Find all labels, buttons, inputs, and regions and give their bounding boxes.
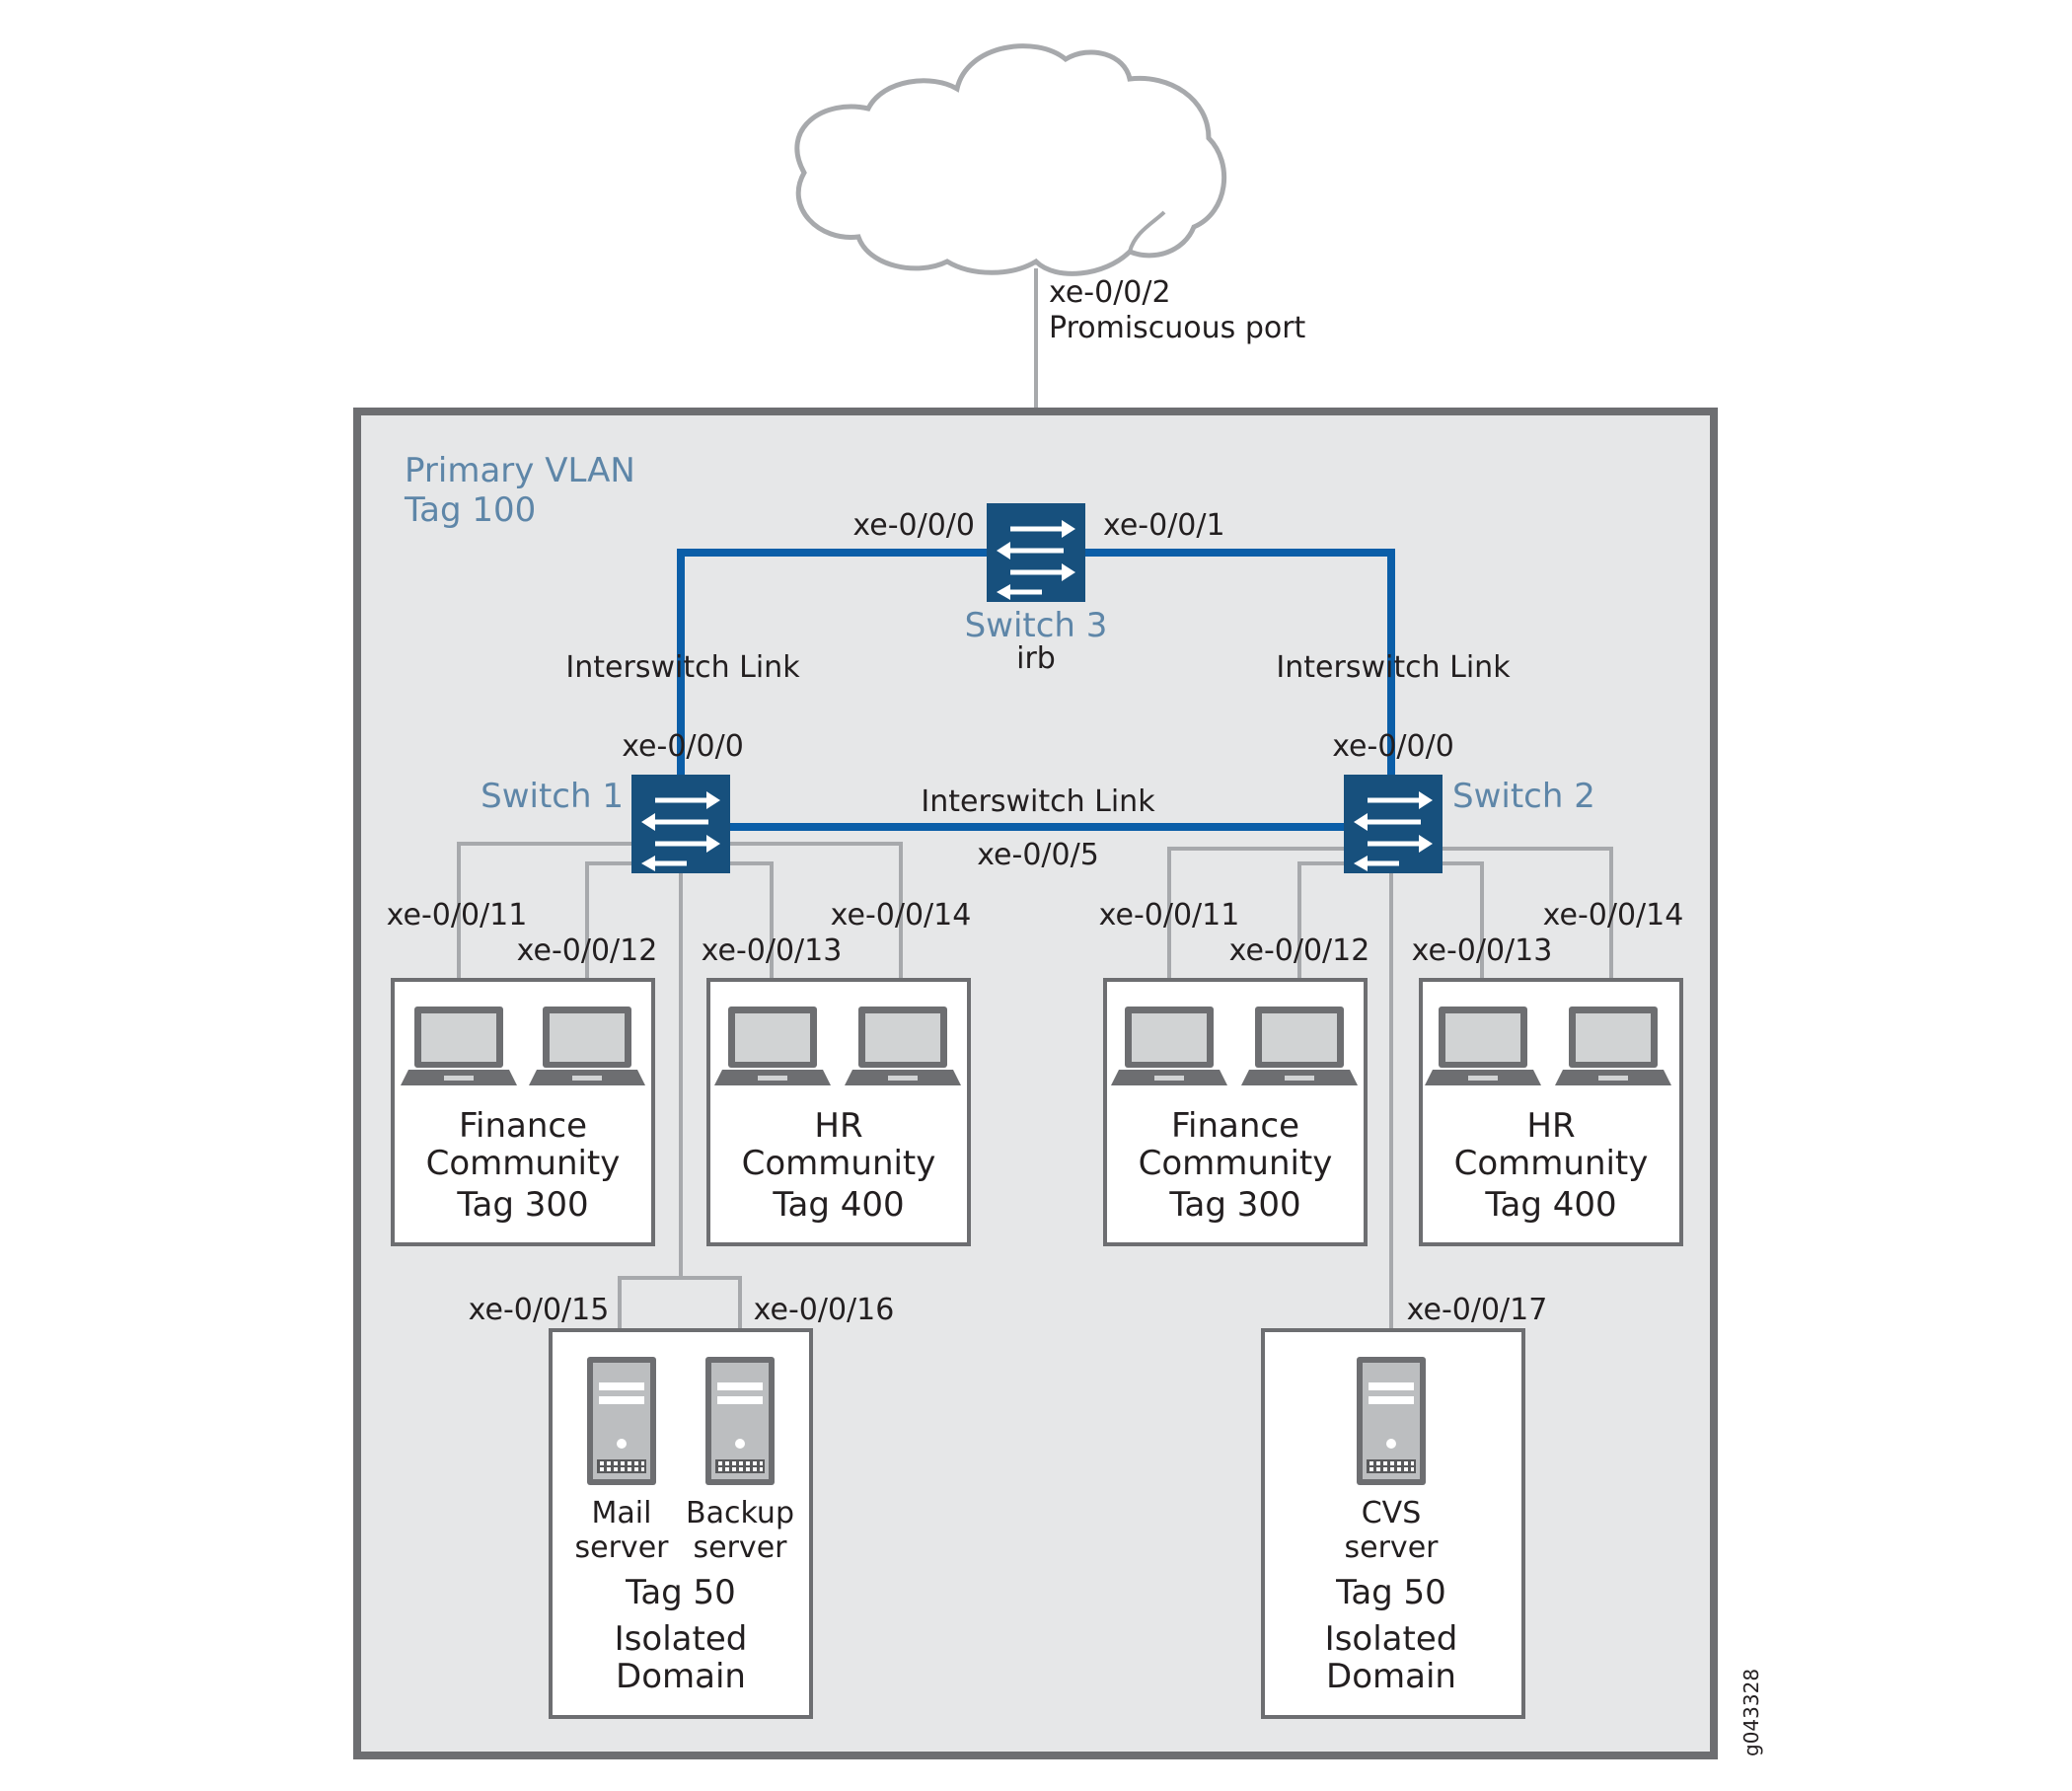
isolated-domain-right: CVS server Tag 50 Isolated Domain: [1261, 1328, 1525, 1719]
hr-community-left: HR Community Tag 400: [706, 978, 971, 1246]
community-type: Community: [742, 1144, 936, 1183]
switch3-port-left: xe-0/0/0: [852, 508, 975, 543]
domain-label: Domain: [1326, 1657, 1456, 1696]
isolated-label: Isolated: [1325, 1619, 1458, 1659]
switch2-name: Switch 2: [1452, 777, 1595, 816]
switch3-irb: irb: [1016, 641, 1056, 676]
community-name: HR: [814, 1106, 862, 1146]
internet-cloud-icon: [794, 43, 1227, 276]
mail-server-label-2: server: [575, 1530, 670, 1565]
laptop-icon[interactable]: [1425, 1007, 1541, 1085]
cvs-server-icon[interactable]: [1357, 1357, 1426, 1485]
switch1-port-14: xe-0/0/14: [831, 898, 972, 933]
switch1-name: Switch 1: [481, 777, 624, 816]
laptop-icon[interactable]: [845, 1007, 961, 1085]
interswitch-link-middle-port: xe-0/0/5: [977, 838, 1099, 872]
uplink-port-label: xe-0/0/2: [1049, 275, 1171, 310]
backup-server-label-2: server: [694, 1530, 788, 1565]
community-name: HR: [1526, 1106, 1575, 1146]
primary-vlan-title: Primary VLAN: [405, 451, 635, 490]
cloud-detail: [1128, 210, 1166, 253]
domain-label: Domain: [616, 1657, 746, 1696]
community-tag: Tag 400: [772, 1185, 904, 1225]
switch2-access-lines: [1167, 847, 1613, 1330]
switch3-port-right: xe-0/0/1: [1103, 508, 1225, 543]
switch2-uplink-port: xe-0/0/0: [1332, 729, 1454, 764]
interswitch-link-right: [1085, 549, 1395, 775]
laptop-icon[interactable]: [1111, 1007, 1227, 1085]
switch1-access-lines: [457, 842, 903, 1357]
laptop-icon[interactable]: [529, 1007, 645, 1085]
isolated-tag: Tag 50: [1335, 1573, 1446, 1612]
community-name: Finance: [459, 1106, 587, 1146]
mail-server-icon[interactable]: [587, 1357, 656, 1485]
community-type: Community: [1139, 1144, 1333, 1183]
primary-vlan-tag: Tag 100: [404, 490, 536, 530]
community-type: Community: [426, 1144, 621, 1183]
laptop-icon[interactable]: [1555, 1007, 1671, 1085]
finance-community-right: Finance Community Tag 300: [1103, 978, 1368, 1246]
interswitch-link-right-label: Interswitch Link: [1276, 650, 1511, 685]
cvs-server-label: CVS: [1362, 1496, 1422, 1530]
backup-server-label: Backup: [686, 1496, 794, 1530]
isolated-domain-left: Mail server Backup server Tag 50 Isolate…: [549, 1328, 813, 1719]
switch3-icon[interactable]: [987, 503, 1085, 602]
mail-server-label: Mail: [592, 1496, 652, 1530]
community-name: Finance: [1171, 1106, 1299, 1146]
isolated-tag: Tag 50: [625, 1573, 736, 1612]
community-tag: Tag 300: [1168, 1185, 1300, 1225]
figure-id: g043328: [1739, 1669, 1763, 1756]
isolated-label: Isolated: [615, 1619, 748, 1659]
laptop-icon[interactable]: [1241, 1007, 1358, 1085]
laptop-icon[interactable]: [714, 1007, 831, 1085]
interswitch-link-left-label: Interswitch Link: [565, 650, 800, 685]
cvs-server-label-2: server: [1345, 1530, 1440, 1565]
switch2-icon[interactable]: [1344, 775, 1443, 873]
switch1-icon[interactable]: [631, 775, 730, 873]
switch2-port-14: xe-0/0/14: [1543, 898, 1684, 933]
interswitch-link-left: [677, 549, 987, 775]
switch2-port-17: xe-0/0/17: [1407, 1293, 1548, 1327]
community-type: Community: [1454, 1144, 1649, 1183]
switch1-port-12: xe-0/0/12: [517, 933, 658, 968]
switch3-name: Switch 3: [965, 606, 1108, 645]
switch1-port-13: xe-0/0/13: [702, 933, 843, 968]
community-tag: Tag 400: [1484, 1185, 1616, 1225]
switch2-port-11: xe-0/0/11: [1099, 898, 1240, 933]
laptop-icon[interactable]: [401, 1007, 517, 1085]
hr-community-right: HR Community Tag 400: [1419, 978, 1683, 1246]
switch1-port-15: xe-0/0/15: [469, 1293, 610, 1327]
finance-community-left: Finance Community Tag 300: [391, 978, 655, 1246]
switch1-port-11: xe-0/0/11: [387, 898, 528, 933]
switch2-port-12: xe-0/0/12: [1229, 933, 1370, 968]
community-tag: Tag 300: [456, 1185, 588, 1225]
interswitch-link-middle-label: Interswitch Link: [921, 784, 1155, 819]
backup-server-icon[interactable]: [705, 1357, 775, 1485]
switch1-uplink-port: xe-0/0/0: [622, 729, 744, 764]
promiscuous-port-label: Promiscuous port: [1049, 311, 1306, 345]
switch2-port-13: xe-0/0/13: [1412, 933, 1553, 968]
switch1-port-16: xe-0/0/16: [754, 1293, 895, 1327]
